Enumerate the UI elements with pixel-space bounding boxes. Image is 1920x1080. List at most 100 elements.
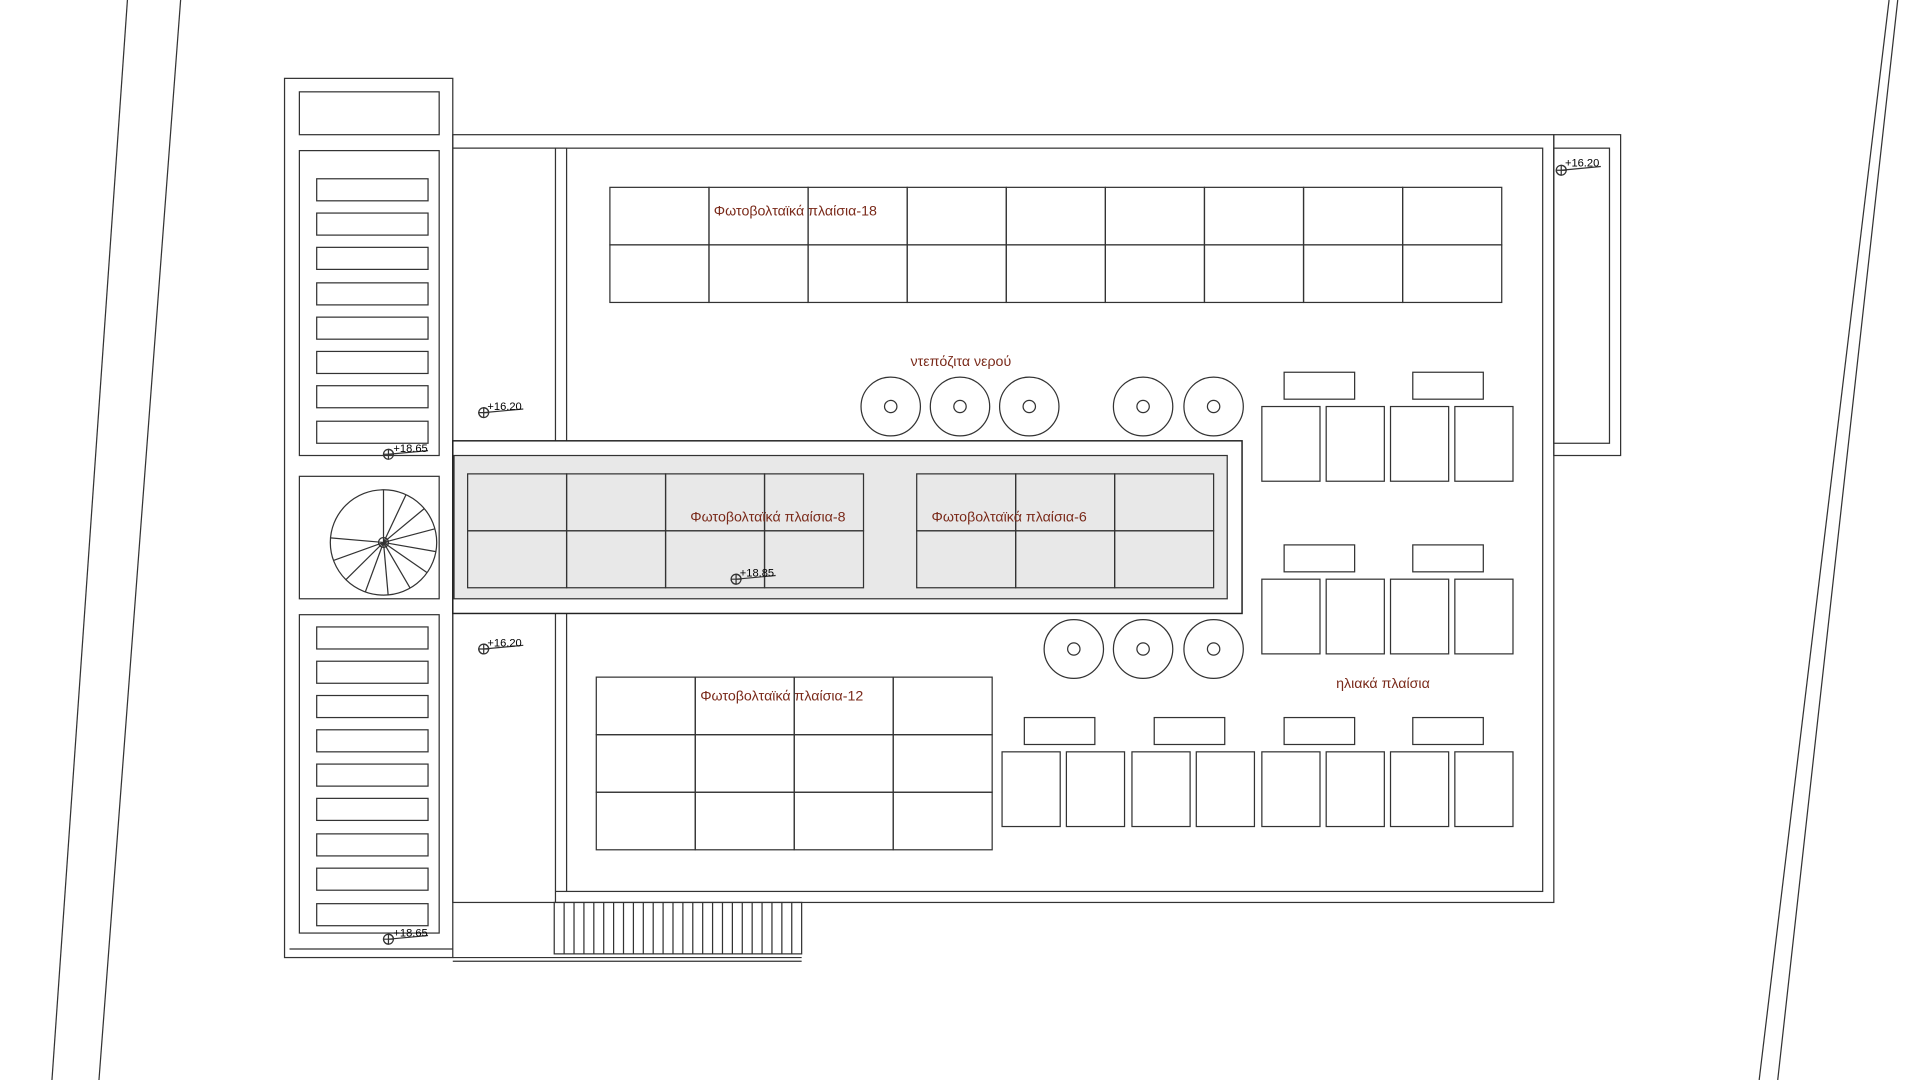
water-tank (929, 376, 991, 437)
elevation-marker-icon (478, 407, 524, 419)
stair-tread (316, 385, 429, 409)
pv-panel (1402, 186, 1503, 246)
label-pv-6: Φωτοβολταϊκά πλαίσια-6 (932, 509, 1087, 525)
tank-outlet (1022, 399, 1037, 414)
collector-tank (1283, 544, 1356, 573)
collector-tank (1023, 716, 1096, 746)
pv-panel (1402, 244, 1503, 304)
pv-panel (609, 186, 710, 246)
label-water-tanks: ντεπόζιτα νερού (911, 353, 1012, 369)
spiral-step (382, 542, 389, 595)
pv-panel (906, 186, 1007, 246)
collector-panel (1454, 751, 1514, 828)
pv-panel (1203, 244, 1305, 304)
collector-panel (1131, 751, 1191, 828)
pv-panel (892, 791, 993, 851)
spiral-step (333, 541, 384, 562)
tank-outlet (1067, 642, 1081, 656)
collector-panel (1389, 751, 1450, 828)
collector-tank (1283, 371, 1356, 400)
collector-tank (1412, 371, 1484, 400)
stair-tread (316, 626, 429, 650)
collector-panel (1261, 405, 1321, 482)
pv-panel (609, 244, 710, 304)
label-pv-8: Φωτοβολταϊκά πλαίσια-8 (690, 509, 845, 525)
collector-panel (1325, 751, 1385, 828)
marker-leader (1561, 165, 1601, 171)
elevation-label: +18.85 (740, 568, 774, 580)
solar-collectors (1001, 371, 1514, 828)
stair-tread (316, 282, 429, 306)
collector-tank (1412, 716, 1484, 746)
pv-array-6 (916, 473, 1215, 589)
pv-panel (1104, 186, 1206, 246)
spiral-step (382, 542, 411, 589)
pv-panel (763, 530, 865, 589)
label-pv-12: Φωτοβολταϊκά πλαίσια-12 (700, 687, 863, 703)
pv-panel (1104, 244, 1206, 304)
water-tank (1112, 618, 1174, 679)
collector-panel (1454, 405, 1514, 482)
stair-tower (283, 77, 454, 959)
collector-tank (1412, 544, 1484, 573)
spiral-step (383, 541, 437, 553)
collector-panel (1261, 751, 1321, 828)
marker-leader (388, 450, 429, 455)
marker-leader (388, 934, 429, 940)
tank-outlet (1206, 399, 1221, 414)
collector-tank (1153, 716, 1226, 746)
water-tank (1183, 618, 1244, 679)
water-tank (1112, 376, 1174, 437)
pv-panel (694, 734, 795, 793)
collector-panel (1001, 751, 1061, 828)
stair-tread (316, 694, 429, 719)
stair-tread (316, 316, 429, 340)
collector-panel (1389, 405, 1450, 482)
stair-tread (316, 212, 429, 236)
pv-array-12 (595, 676, 993, 851)
marker-leader (483, 644, 524, 650)
label-solar-collectors: ηλιακά πλαίσια (1336, 675, 1430, 691)
elevation-label: +16.20 (1565, 158, 1599, 170)
pv-panel (1005, 244, 1106, 304)
elevation-marker-icon (1555, 164, 1601, 176)
marker-leader (483, 408, 524, 414)
pv-panel (708, 244, 809, 304)
pv-panel (807, 244, 908, 304)
pv-panel (892, 676, 993, 736)
pv-panel (1114, 530, 1215, 589)
stair-tread (316, 246, 429, 271)
tank-outlet (1206, 642, 1221, 656)
collector-panel (1325, 578, 1385, 655)
elevation-label: +18.65 (393, 928, 427, 940)
water-tank (860, 376, 922, 437)
pv-array-8 (467, 473, 865, 589)
collector-panel (1325, 405, 1385, 482)
pv-panel (1203, 186, 1305, 246)
central-band (452, 440, 1243, 615)
pv-panel (906, 244, 1007, 304)
elevation-label: +16.20 (487, 638, 521, 650)
stair-tread (316, 867, 429, 891)
spiral-step (364, 542, 385, 593)
tank-outlet (1136, 399, 1150, 414)
spiral-step (383, 541, 428, 574)
spiral-step (330, 537, 384, 544)
marker-leader (736, 574, 776, 580)
spiral-step (383, 508, 425, 543)
spiral-step (345, 542, 384, 581)
elevation-label: +18.65 (393, 443, 427, 455)
stair-tread (316, 350, 429, 375)
elevation-label: +16.20 (487, 401, 521, 413)
collector-panel (1261, 578, 1321, 655)
stair-tread (316, 729, 429, 753)
collector-panel (1065, 751, 1126, 828)
tank-outlet (883, 399, 898, 414)
stair-tread (316, 797, 429, 822)
stair-tread (316, 660, 429, 684)
tank-outlet (1136, 642, 1150, 656)
pv-panel (1302, 244, 1404, 304)
stair-tread (316, 763, 429, 787)
collector-panel (1195, 751, 1256, 828)
